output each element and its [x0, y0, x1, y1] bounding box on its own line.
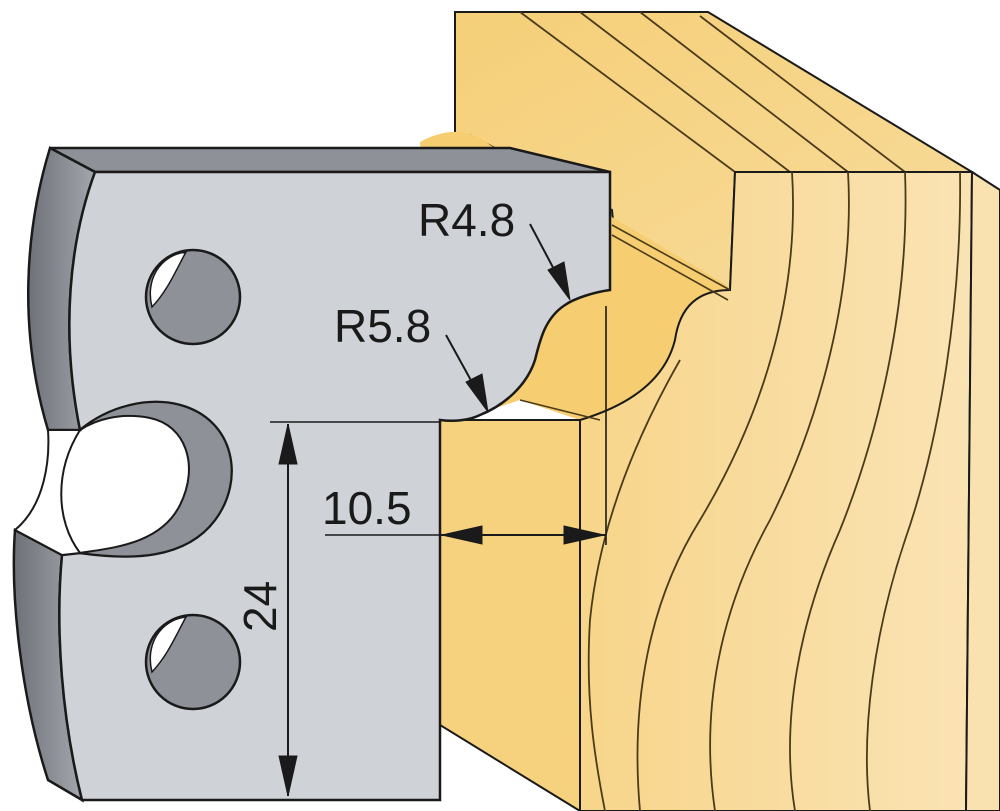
wood-front-strip	[439, 419, 581, 811]
wood-end-grain	[587, 171, 962, 811]
dimensions	[270, 223, 607, 797]
label-height: 24	[234, 581, 286, 632]
label-width: 10.5	[322, 482, 412, 534]
label-r58: R5.8	[334, 300, 431, 352]
width-arrow-left	[441, 525, 483, 545]
knife-notch-inner	[79, 401, 233, 558]
wood-right-face	[964, 170, 1000, 811]
r48-arrow	[547, 261, 571, 301]
r58-arrow	[465, 373, 489, 413]
knife-notch-outer	[13, 429, 82, 557]
steel-knife	[12, 146, 612, 803]
height-arrow-bottom	[278, 755, 298, 797]
wood-end-face	[579, 171, 974, 811]
label-r48: R4.8	[418, 194, 515, 246]
wood-profile-lines	[519, 224, 731, 421]
height-arrow-top	[278, 423, 298, 465]
width-arrow-right	[563, 525, 605, 545]
knife-top-edge	[49, 146, 611, 174]
wood-block	[420, 11, 1000, 811]
lower-hole	[144, 613, 242, 711]
upper-hole	[144, 248, 242, 346]
